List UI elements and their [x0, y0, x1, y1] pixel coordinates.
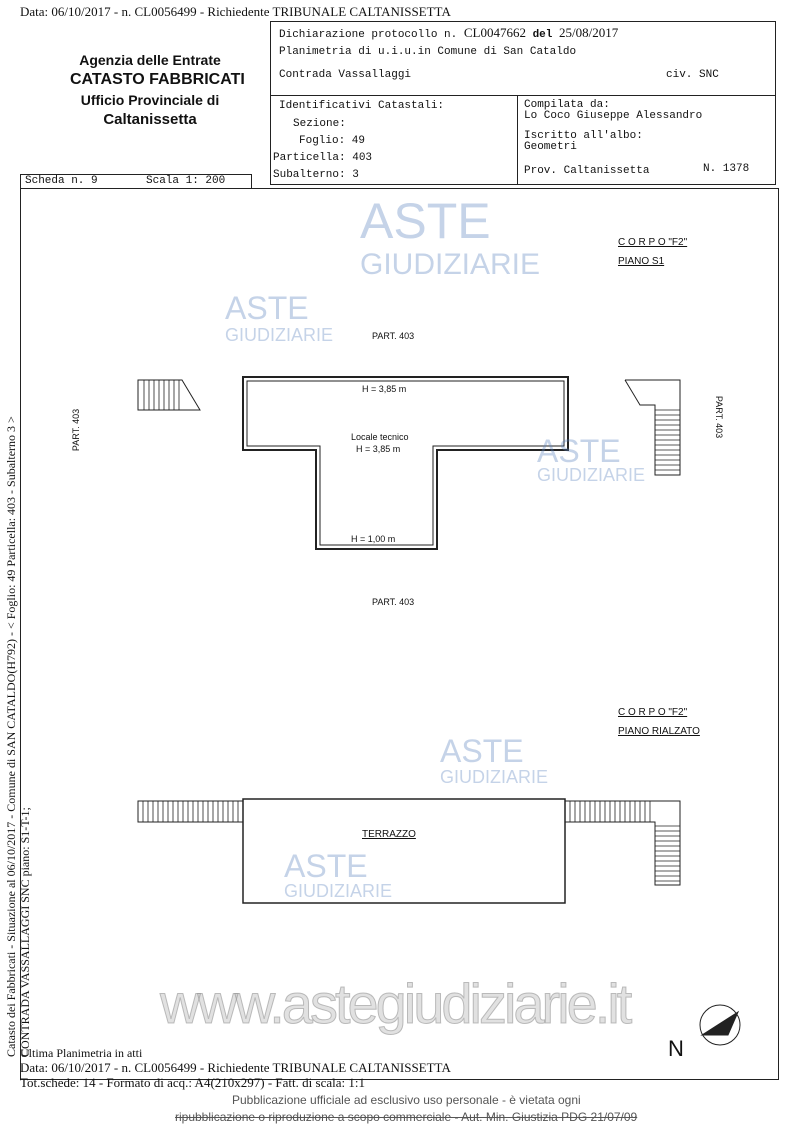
plan1-floor: PIANO S1: [618, 256, 665, 267]
address: Contrada Vassallaggi: [279, 69, 412, 81]
albo-label: Iscritto all'albo:: [524, 130, 643, 142]
plan-rialzato-terrace: [242, 798, 566, 904]
protocol-line: Dichiarazione protocollo n. CL0047662 de…: [279, 25, 618, 41]
watermark-brand: ASTE: [360, 193, 491, 249]
agency-name: Agenzia delle Entrate: [79, 52, 221, 68]
drawing-frame: [20, 188, 779, 1080]
divider: [517, 95, 518, 184]
civic-number: civ. SNC: [666, 69, 719, 81]
watermark-brand-sub: GIUDIZIARIE: [537, 465, 646, 485]
foglio: Foglio: 49: [299, 135, 366, 147]
sheet-box: Scheda n. 9 Scala 1: 200: [20, 174, 252, 189]
footer-notice-1: Pubblicazione ufficiale ad esclusivo uso…: [232, 1093, 581, 1107]
del-label: del: [532, 29, 553, 41]
protocol-number: CL0047662: [463, 25, 526, 40]
stairs-rialzato-left: [137, 800, 244, 823]
stair-treads: [142, 380, 680, 882]
protocol-label: Dichiarazione protocollo n.: [279, 29, 458, 41]
watermark-brand-sub: GIUDIZIARIE: [360, 248, 541, 281]
stairs-rialzato-right: [564, 800, 681, 886]
plan-s1-room: [242, 376, 569, 550]
watermark-url: www.astegiudiziarie.it: [159, 972, 632, 1035]
footer-request: Data: 06/10/2017 - n. CL0056499 - Richie…: [20, 1060, 451, 1075]
registration-number: N. 1378: [703, 163, 750, 175]
watermark-brand: ASTE: [225, 290, 309, 326]
watermark-brand: ASTE: [440, 733, 524, 769]
declaration-box: Dichiarazione protocollo n. CL0047662 de…: [270, 21, 776, 185]
plan1-part-top: PART. 403: [372, 331, 415, 341]
side-text: Catasto dei Fabbricati - Situazione al 0…: [4, 337, 32, 1057]
watermark-brand-sub: GIUDIZIARIE: [225, 325, 334, 345]
plan1-room-name: Locale tecnico: [351, 432, 409, 442]
divider: [271, 95, 775, 96]
north-arrow-icon: [699, 1004, 741, 1046]
agency-block: Agenzia delle Entrate CATASTO FABBRICATI…: [70, 50, 245, 130]
side-text-line2: CONTRADA VASSALLAGGI SNC piano: S1-T-1;: [18, 807, 32, 1057]
scale: Scala 1: 200: [146, 175, 226, 187]
stairs-s1-left: [137, 379, 201, 411]
compiler-label: Compilata da:: [524, 99, 610, 111]
plan1-height-bottom: H = 1,00 m: [351, 534, 396, 544]
plan1-part-bottom: PART. 403: [372, 597, 415, 607]
watermark-brand-sub: GIUDIZIARIE: [284, 881, 393, 901]
albo: Geometri: [524, 141, 577, 153]
side-text-line1: Catasto dei Fabbricati - Situazione al 0…: [4, 416, 18, 1057]
office-label: Ufficio Provinciale di: [80, 92, 220, 108]
particella: Particella: 403: [273, 152, 373, 164]
catasto-title: CATASTO FABBRICATI: [70, 71, 245, 88]
identifiers-title: Identificativi Catastali:: [279, 100, 445, 112]
plan1-height-top: H = 3,85 m: [362, 384, 407, 394]
plan2-floor: PIANO RIALZATO: [618, 726, 700, 737]
sheet-number: Scheda n. 9: [25, 175, 98, 187]
north-label: N: [668, 1036, 684, 1061]
plan1-part-right: PART. 403: [714, 395, 725, 439]
subalterno: Subalterno: 3: [273, 169, 359, 181]
province: Prov. Caltanissetta: [524, 165, 650, 177]
footer-sheets: Tot.schede: 14 - Formato di acq.: A4(210…: [20, 1075, 365, 1090]
watermark-brand: ASTE: [284, 848, 368, 884]
watermark-brand: ASTE: [537, 433, 621, 469]
compiler-name: Lo Coco Giuseppe Alessandro: [524, 110, 703, 122]
stairs-s1-right: [624, 379, 681, 476]
sezione: Sezione:: [293, 118, 346, 130]
footer-notice-2: ripubblicazione o riproduzione a scopo c…: [175, 1110, 638, 1124]
plan2-corpo: C O R P O "F2": [618, 707, 688, 718]
office-city: Caltanissetta: [103, 111, 197, 128]
protocol-date: 25/08/2017: [559, 25, 619, 40]
header-request-line: Data: 06/10/2017 - n. CL0056499 - Richie…: [20, 4, 451, 19]
plan-municipality: Planimetria di u.i.u.in Comune di San Ca…: [279, 46, 577, 58]
plan1-part-left: PART. 403: [71, 408, 82, 452]
plan2-room-name: TERRAZZO: [362, 829, 416, 840]
footer-last-plan: Ultima Planimetria in atti: [20, 1046, 143, 1060]
watermark-brand-sub: GIUDIZIARIE: [440, 767, 549, 787]
plan1-room-height: H = 3,85 m: [356, 444, 401, 454]
plan1-corpo: C O R P O "F2": [618, 237, 688, 248]
